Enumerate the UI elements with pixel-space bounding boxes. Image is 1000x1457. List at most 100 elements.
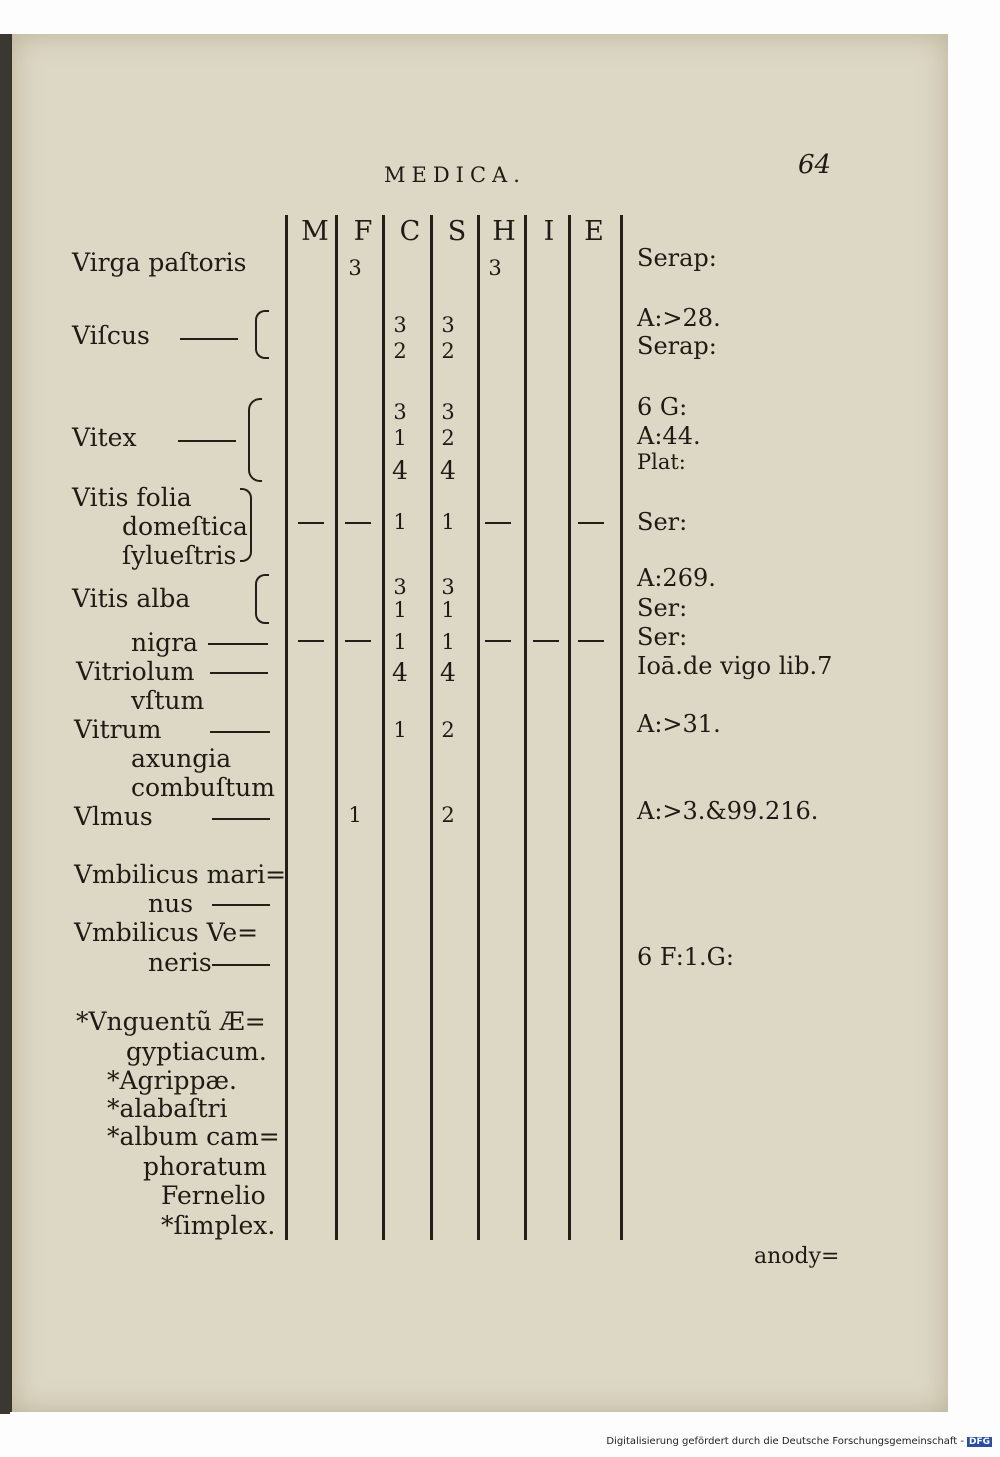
cell-c: 3 (393, 313, 407, 337)
entry-name-cont: gyptiacum. (126, 1037, 267, 1066)
cell-c: 2 (393, 339, 407, 363)
cell-s: 1 (441, 630, 455, 654)
cell-c: 1 (393, 510, 407, 534)
reference: Ser: (637, 623, 688, 651)
reference: A:>3.&99.216. (637, 797, 819, 825)
entry-name-sub: domeſtica (122, 512, 248, 541)
column-rule (335, 215, 338, 1240)
cell-s: 4 (440, 658, 456, 687)
entry-name: Vitriolum (76, 657, 195, 686)
reference: A:>31. (637, 710, 721, 738)
column-rule (620, 215, 623, 1240)
cell-s: 3 (441, 400, 455, 424)
brace (255, 574, 269, 624)
column-rule (430, 215, 433, 1240)
leader-line (212, 964, 270, 966)
cell-s: 2 (441, 718, 455, 742)
empty-cell-dash (533, 640, 559, 642)
reference: 6 G: (637, 393, 688, 421)
entry-name: *Vnguentũ Æ= (76, 1007, 266, 1036)
entry-name: *alabaſtri (107, 1094, 228, 1123)
cell-s: 4 (440, 456, 456, 485)
reference: A:269. (637, 564, 716, 592)
column-rule (382, 215, 385, 1240)
column-rule (477, 215, 480, 1240)
column-header-i: I (543, 216, 555, 247)
entry-name: Vmbilicus Ve= (74, 918, 259, 947)
cell-c: 4 (392, 456, 408, 485)
column-rule (285, 215, 288, 1240)
leader-line (210, 672, 268, 674)
reference: Ser: (637, 594, 688, 622)
reference: Serap: (637, 244, 717, 272)
entry-name: Vitex (72, 423, 137, 452)
column-header-e: E (584, 216, 604, 247)
cell-c: 4 (392, 658, 408, 687)
catchword: anody= (754, 1244, 840, 1269)
entry-name: Viſcus (72, 321, 150, 350)
cell-s: 2 (441, 426, 455, 450)
entry-name: nigra (131, 628, 198, 657)
empty-cell-dash (578, 640, 604, 642)
footer-text: Digitalisierung gefördert durch die Deut… (606, 1436, 964, 1447)
column-header-m: M (301, 216, 329, 247)
reference: Ioā.de vigo lib.7 (637, 652, 833, 680)
entry-name-cont: neris (148, 948, 212, 977)
reference: Ser: (637, 508, 688, 536)
footer-credit: Digitalisierung gefördert durch die Deut… (0, 1436, 1000, 1447)
reference: Plat: (637, 450, 686, 474)
empty-cell-dash (298, 522, 324, 524)
column-rule (568, 215, 571, 1240)
reference: 6 F:1.G: (637, 943, 734, 971)
empty-cell-dash (578, 522, 604, 524)
cell-f: 3 (348, 256, 362, 280)
brace (255, 310, 269, 359)
empty-cell-dash (345, 522, 371, 524)
cell-c: 1 (393, 426, 407, 450)
entry-name: *ſimplex. (161, 1211, 276, 1240)
empty-cell-dash (345, 640, 371, 642)
entry-name: Fernelio (161, 1181, 266, 1210)
entry-name: Vmbilicus mari= (74, 860, 287, 889)
entry-name-sub: ſylueſtris (122, 541, 237, 570)
entry-name: *album cam= (107, 1122, 280, 1151)
column-header-s: S (447, 216, 467, 247)
reference: Serap: (637, 332, 717, 360)
cell-s: 1 (441, 598, 455, 622)
cell-s: 2 (441, 803, 455, 827)
cell-s: 3 (441, 575, 455, 599)
leader-line (212, 818, 270, 820)
entry-name: Vitrum (74, 715, 162, 744)
reference: A:44. (637, 422, 701, 450)
empty-cell-dash (485, 522, 511, 524)
column-header-f: F (353, 216, 373, 247)
cell-c: 3 (393, 575, 407, 599)
cell-s: 3 (441, 313, 455, 337)
entry-name-cont: nus (148, 889, 194, 918)
entry-name: Vlmus (74, 802, 153, 831)
entry-name: Vitis alba (72, 584, 191, 613)
cell-c: 3 (393, 400, 407, 424)
column-rule (524, 215, 527, 1240)
leader-line (210, 731, 270, 733)
entry-name: *Agrippæ. (107, 1066, 237, 1095)
page-number: 64 (798, 150, 832, 180)
cell-c: 1 (393, 630, 407, 654)
entry-name-cont: phoratum (143, 1152, 267, 1181)
leader-line (208, 643, 268, 645)
reference: A:>28. (637, 304, 721, 332)
entry-name: axungia (131, 744, 232, 773)
running-title: MEDICA. (384, 163, 526, 187)
cell-f: 1 (348, 803, 362, 827)
dfg-logo: DFG (966, 1437, 992, 1447)
entry-name: combuſtum (131, 773, 275, 802)
column-header-c: C (399, 216, 421, 247)
entry-name: Virga paſtoris (72, 248, 247, 277)
leader-line (180, 338, 238, 340)
column-header-h: H (492, 216, 516, 247)
empty-cell-dash (485, 640, 511, 642)
cell-s: 1 (441, 510, 455, 534)
cell-c: 1 (393, 598, 407, 622)
cell-c: 1 (393, 718, 407, 742)
cell-h: 3 (488, 256, 502, 280)
